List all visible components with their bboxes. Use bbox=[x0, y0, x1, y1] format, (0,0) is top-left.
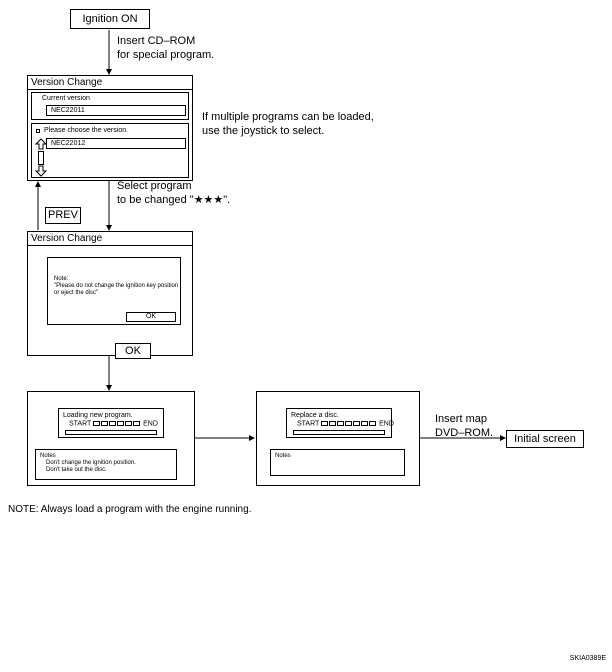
ignition-on-label: Ignition ON bbox=[82, 13, 138, 25]
scroll-down-arrow-icon[interactable] bbox=[35, 165, 47, 177]
figure-id: SKIA0389E bbox=[569, 655, 606, 662]
footer-note: NOTE: Always load a program with the eng… bbox=[8, 504, 252, 515]
ok-button[interactable]: OK bbox=[115, 343, 151, 359]
loading-notes-panel: Notes Don't change the ignition position… bbox=[35, 449, 177, 480]
replace-message: Replace a disc. bbox=[291, 412, 339, 419]
scroll-up-arrow-icon[interactable] bbox=[35, 138, 47, 150]
dialog-ok-button[interactable]: OK bbox=[126, 312, 176, 322]
initial-screen-box: Initial screen bbox=[506, 430, 584, 448]
loading-message: Loading new program. bbox=[63, 412, 133, 419]
progress-row: START END bbox=[297, 420, 394, 428]
ignition-on-box: Ignition ON bbox=[70, 9, 150, 29]
initial-screen-label: Initial screen bbox=[514, 433, 576, 445]
loading-program-screen: Loading new program. START END Notes Don… bbox=[27, 391, 195, 486]
progress-bar bbox=[293, 430, 385, 435]
scroll-track[interactable] bbox=[38, 151, 44, 165]
progress-cells bbox=[321, 420, 379, 427]
prev-button-label: PREV bbox=[48, 209, 78, 221]
choose-version-label: Please choose the version. bbox=[44, 127, 129, 134]
version-change-screen: Version Change Current version NEC22011 … bbox=[27, 75, 193, 181]
choose-version-panel: Please choose the version. NEC22012 bbox=[31, 123, 189, 178]
loading-panel: Loading new program. START END bbox=[58, 408, 164, 438]
multiple-programs-note: If multiple programs can be loaded, use … bbox=[202, 111, 374, 137]
progress-row: START END bbox=[69, 420, 158, 428]
screen-title: Version Change bbox=[31, 233, 103, 244]
current-version-label: Current version bbox=[42, 95, 90, 102]
insert-map-text: Insert map DVD–ROM. bbox=[435, 413, 494, 439]
select-program-text: Select program to be changed "★★★". bbox=[117, 180, 231, 206]
progress-cells bbox=[93, 420, 143, 427]
replace-panel: Replace a disc. START END bbox=[286, 408, 394, 438]
bullet-icon bbox=[36, 129, 40, 133]
note-dialog: Note: "Please do not change the ignition… bbox=[47, 257, 181, 325]
replace-notes-panel: Notes bbox=[270, 449, 405, 476]
replace-disc-screen: Replace a disc. START END Notes bbox=[256, 391, 420, 486]
current-version-panel: Current version NEC22011 bbox=[31, 92, 189, 120]
version-change-note-screen: Version Change Note: "Please do not chan… bbox=[27, 231, 193, 356]
insert-cd-text: Insert CD–ROM for special program. bbox=[117, 35, 215, 61]
prev-button[interactable]: PREV bbox=[45, 207, 81, 224]
current-version-field: NEC22011 bbox=[46, 105, 186, 116]
screen-title: Version Change bbox=[31, 77, 103, 88]
title-divider bbox=[28, 89, 192, 90]
progress-bar bbox=[65, 430, 157, 435]
title-divider bbox=[28, 245, 192, 246]
note-text: Note: "Please do not change the ignition… bbox=[54, 276, 179, 296]
version-option-field[interactable]: NEC22012 bbox=[46, 138, 186, 149]
ok-button-label: OK bbox=[125, 345, 141, 357]
